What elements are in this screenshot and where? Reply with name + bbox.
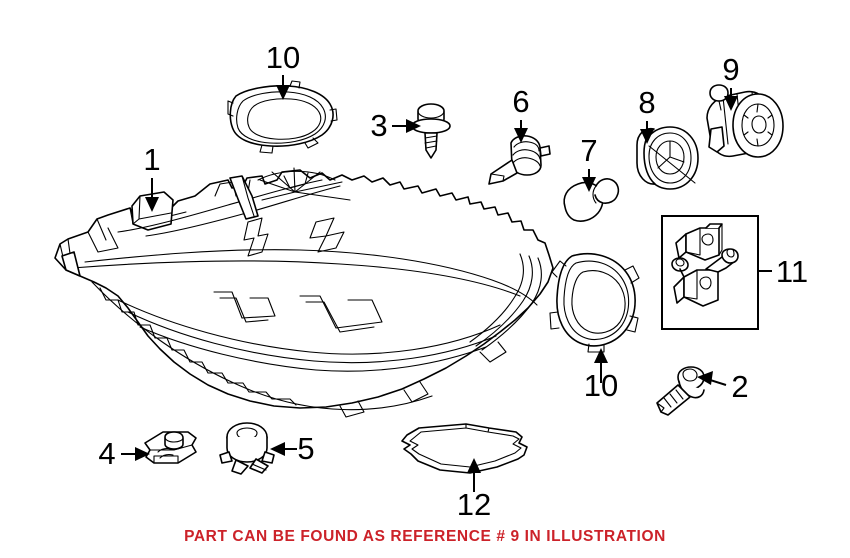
callout-number-5: 5: [297, 431, 314, 466]
part-wedge-base-bulb: [563, 178, 620, 222]
leader-callout-8: [640, 121, 654, 144]
callout-number-11: 11: [776, 254, 808, 289]
callout-number-1: 1: [143, 142, 160, 177]
part-cooling-fan: [636, 126, 699, 190]
reference-caption: PART CAN BE FOUND AS REFERENCE # 9 IN IL…: [184, 528, 666, 545]
leader-callout-4: [121, 447, 150, 461]
callout-number-8: 8: [638, 85, 655, 120]
callout-number-10-lower: 10: [584, 368, 618, 403]
callout-number-10-upper: 10: [266, 40, 300, 75]
part-round-grommet: [219, 422, 275, 475]
callout-number-2: 2: [731, 369, 748, 404]
callout-number-6: 6: [512, 84, 529, 119]
part-halogen-bulb: [488, 135, 551, 185]
part-oval-access-cover-lower: [549, 252, 640, 353]
part-oval-access-cover-upper: [227, 80, 338, 154]
callout-number-9: 9: [722, 52, 739, 87]
leader-callout-9: [724, 88, 738, 111]
leader-callout-7: [582, 169, 596, 192]
callout-number-12: 12: [457, 487, 491, 522]
leader-callout-3: [392, 119, 421, 133]
part-flange-screw: [656, 366, 705, 416]
callout-number-7: 7: [580, 133, 597, 168]
part-lower-seal-panel: [401, 423, 528, 474]
part-clip-nut: [144, 431, 197, 464]
part-hex-flange-screw: [411, 103, 451, 159]
leader-callout-12: [467, 458, 481, 492]
callout-number-3: 3: [370, 108, 387, 143]
part-bracket-repair-kit-box: [661, 215, 759, 330]
leader-callout-5: [270, 442, 297, 456]
leader-callout-6: [514, 120, 528, 143]
leader-callout-1: [145, 178, 159, 212]
callout-number-4: 4: [98, 436, 115, 471]
leader-callout-2: [697, 371, 727, 386]
part-leveling-motor-actuator: [706, 84, 784, 158]
part-headlight-housing-assembly: [54, 167, 554, 418]
leader-callout-10-upper: [276, 75, 290, 100]
leader-callout-10-lower: [594, 348, 608, 383]
